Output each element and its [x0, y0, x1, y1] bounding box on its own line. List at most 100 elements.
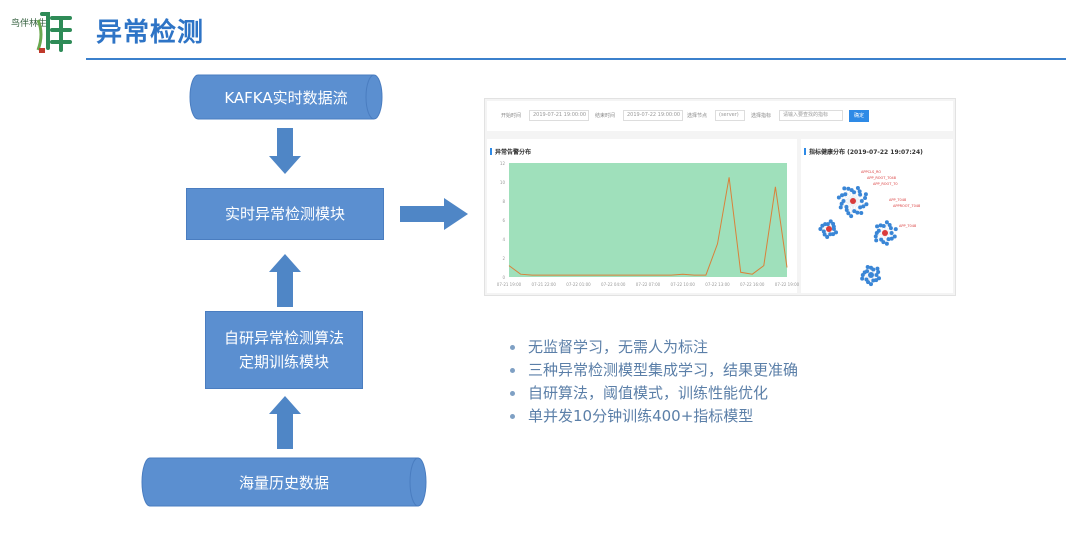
- history-data-node: 海量历史数据: [140, 456, 428, 508]
- graph-node: [864, 277, 869, 282]
- graph-node: [840, 193, 845, 198]
- x-tick-label-2: 07-22 01:00: [566, 282, 591, 287]
- graph-node: [863, 192, 868, 197]
- graph-node: [831, 232, 836, 237]
- metric-search-input[interactable]: 请输入要查找的指标: [779, 110, 843, 121]
- graph-node: [838, 205, 843, 210]
- graph-node: [876, 270, 881, 275]
- algorithm-training-module: 自研异常检测算法 定期训练模块: [205, 311, 363, 389]
- metric-select-label: 选择指标: [751, 113, 772, 119]
- kafka-stream-label: KAFKA实时数据流: [224, 88, 348, 107]
- graph-node: [852, 190, 857, 195]
- graph-node: [874, 273, 879, 277]
- node-select[interactable]: (server): [715, 110, 745, 121]
- x-tick-label-0: 07-21 19:00: [497, 282, 522, 287]
- graph-node: [858, 192, 863, 197]
- graph-node: [846, 186, 851, 191]
- series-line-0: [508, 177, 788, 276]
- graph-node: [888, 226, 893, 231]
- dashboard-screenshot: 开始时间 2019-07-21 19:00:00 结束时间 2019-07-22…: [484, 98, 956, 296]
- y-tick-label-1: 2: [502, 256, 505, 261]
- y-tick-label-3: 6: [502, 218, 505, 223]
- graph-node: [875, 224, 880, 229]
- feature-item-3: 自研算法，阈值模式，训练性能优化: [510, 382, 798, 405]
- algorithm-label-line1: 自研异常检测算法: [223, 329, 344, 347]
- graph-node: [892, 234, 897, 239]
- graph-node: [865, 265, 870, 270]
- graph-node: [855, 210, 860, 215]
- graph-node: [860, 276, 865, 281]
- graph-node: [836, 195, 841, 200]
- graph-node: [893, 227, 898, 232]
- history-data-label: 海量历史数据: [238, 473, 329, 492]
- graph-node: [871, 278, 876, 283]
- realtime-detection-label: 实时异常检测模块: [224, 205, 345, 223]
- x-tick-label-7: 07-22 16:00: [740, 282, 765, 287]
- graph-node-label-5: APP_T048: [899, 224, 916, 228]
- graph-node: [849, 214, 854, 219]
- graph-node: [879, 237, 884, 242]
- graph-node: [859, 210, 864, 215]
- graph-node: [871, 267, 876, 272]
- feature-item-4: 单并发10分钟训练400+指标模型: [510, 405, 798, 428]
- y-tick-label-6: 12: [500, 161, 506, 166]
- graph-node: [863, 196, 868, 201]
- graph-node: [876, 228, 881, 233]
- arrow-up-icon-2: [269, 396, 301, 449]
- graph-hub-node: [882, 230, 888, 236]
- kafka-stream-node: KAFKA实时数据流: [188, 73, 384, 121]
- query-button[interactable]: 确定: [849, 110, 869, 122]
- start-time-label: 开始时间: [501, 113, 522, 119]
- metric-health-graph: APPCLS_ROAPP_ROOT_T048APP_ROOT_T0APP_T04…: [818, 170, 920, 287]
- graph-node: [843, 192, 848, 197]
- node-select-label: 选择节点: [687, 113, 708, 119]
- graph-node: [873, 234, 878, 239]
- x-tick-label-5: 07-22 10:00: [671, 282, 696, 287]
- graph-node: [869, 282, 873, 287]
- graph-node: [852, 209, 857, 214]
- graph-node: [884, 241, 889, 246]
- graph-node: [878, 223, 883, 228]
- feature-item-1: 无监督学习，无需人为标注: [510, 336, 798, 359]
- algorithm-label-line2: 定期训练模块: [238, 353, 329, 371]
- end-time-input[interactable]: 2019-07-22 19:00:00: [623, 110, 683, 121]
- header-divider: [86, 58, 1066, 60]
- x-tick-label-4: 07-22 07:00: [636, 282, 661, 287]
- graph-node: [831, 224, 836, 229]
- graph-node: [887, 222, 892, 227]
- y-tick-label-0: 0: [502, 275, 505, 280]
- feature-item-2: 三种异常检测模型集成学习，结果更准确: [510, 359, 798, 382]
- start-time-input[interactable]: 2019-07-21 19:00:00: [529, 110, 589, 121]
- logo: 鸟伴林生: [8, 8, 76, 56]
- graph-node: [825, 234, 830, 239]
- graph-node-label-4: APPROOT_T048: [893, 204, 920, 208]
- metric-health-title: 指标健康分布 (2019-07-22 19:07:24): [804, 148, 923, 156]
- graph-node: [841, 199, 846, 203]
- graph-node: [834, 230, 839, 235]
- graph-node: [846, 211, 851, 216]
- graph-node: [842, 186, 847, 191]
- x-tick-label-3: 07-22 04:00: [601, 282, 626, 287]
- arrow-right-icon: [400, 198, 468, 230]
- y-tick-label-5: 10: [500, 180, 506, 185]
- graph-node: [876, 276, 881, 281]
- graph-node: [886, 237, 891, 242]
- y-tick-label-2: 4: [502, 237, 505, 242]
- graph-node: [884, 220, 889, 225]
- graph-node-label-3: APP_T048: [889, 198, 906, 202]
- graph-node: [889, 236, 894, 241]
- graph-node: [859, 199, 864, 203]
- graph-hub-node: [850, 198, 856, 204]
- y-tick-label-4: 8: [502, 199, 505, 204]
- arrow-down-icon: [269, 128, 301, 174]
- graph-node: [855, 186, 860, 191]
- end-time-label: 结束时间: [595, 113, 616, 119]
- graph-node-label-2: APP_ROOT_T0: [873, 182, 898, 186]
- graph-node: [844, 208, 849, 213]
- arrow-up-icon: [269, 254, 301, 307]
- graph-node-label-1: APP_ROOT_T048: [867, 176, 896, 180]
